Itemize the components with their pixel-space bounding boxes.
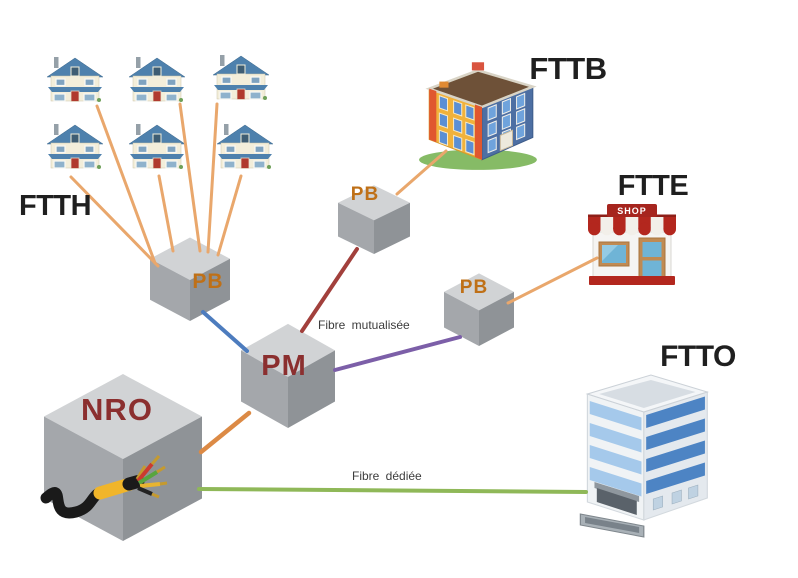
cube-right-face [190, 258, 230, 321]
fiber-cable-icon [40, 455, 168, 519]
house-icon [128, 54, 186, 104]
house-icon [212, 52, 270, 102]
cube-right-face [479, 291, 514, 346]
house-icon [46, 121, 104, 171]
apartment-building-icon [419, 62, 537, 170]
cube-top-face [241, 323, 335, 377]
node-pm-cube [241, 323, 335, 428]
cube-left-face [44, 416, 123, 541]
house-icon [216, 121, 274, 171]
cube-right-face [288, 350, 335, 428]
shop-icon: SHOP [588, 204, 676, 285]
cube-right-face [123, 416, 202, 541]
node-pb-ftte-cube [444, 273, 514, 346]
shop-sign-text: SHOP [617, 206, 647, 216]
node-pb-fttb-cube [338, 185, 410, 254]
cube-left-face [150, 258, 190, 321]
cube-left-face [338, 202, 374, 254]
house-icon [46, 54, 104, 104]
house-icon [128, 121, 186, 171]
cube-left-face [444, 291, 479, 346]
node-pb-ftth-cube [150, 237, 230, 321]
cube-top-face [150, 237, 230, 281]
cube-top-face [44, 374, 202, 460]
office-building-icon [579, 374, 710, 538]
cube-left-face [241, 350, 288, 428]
cube-top-face [444, 273, 514, 311]
node-nro-cube [44, 374, 202, 541]
cube-right-face [374, 202, 410, 254]
